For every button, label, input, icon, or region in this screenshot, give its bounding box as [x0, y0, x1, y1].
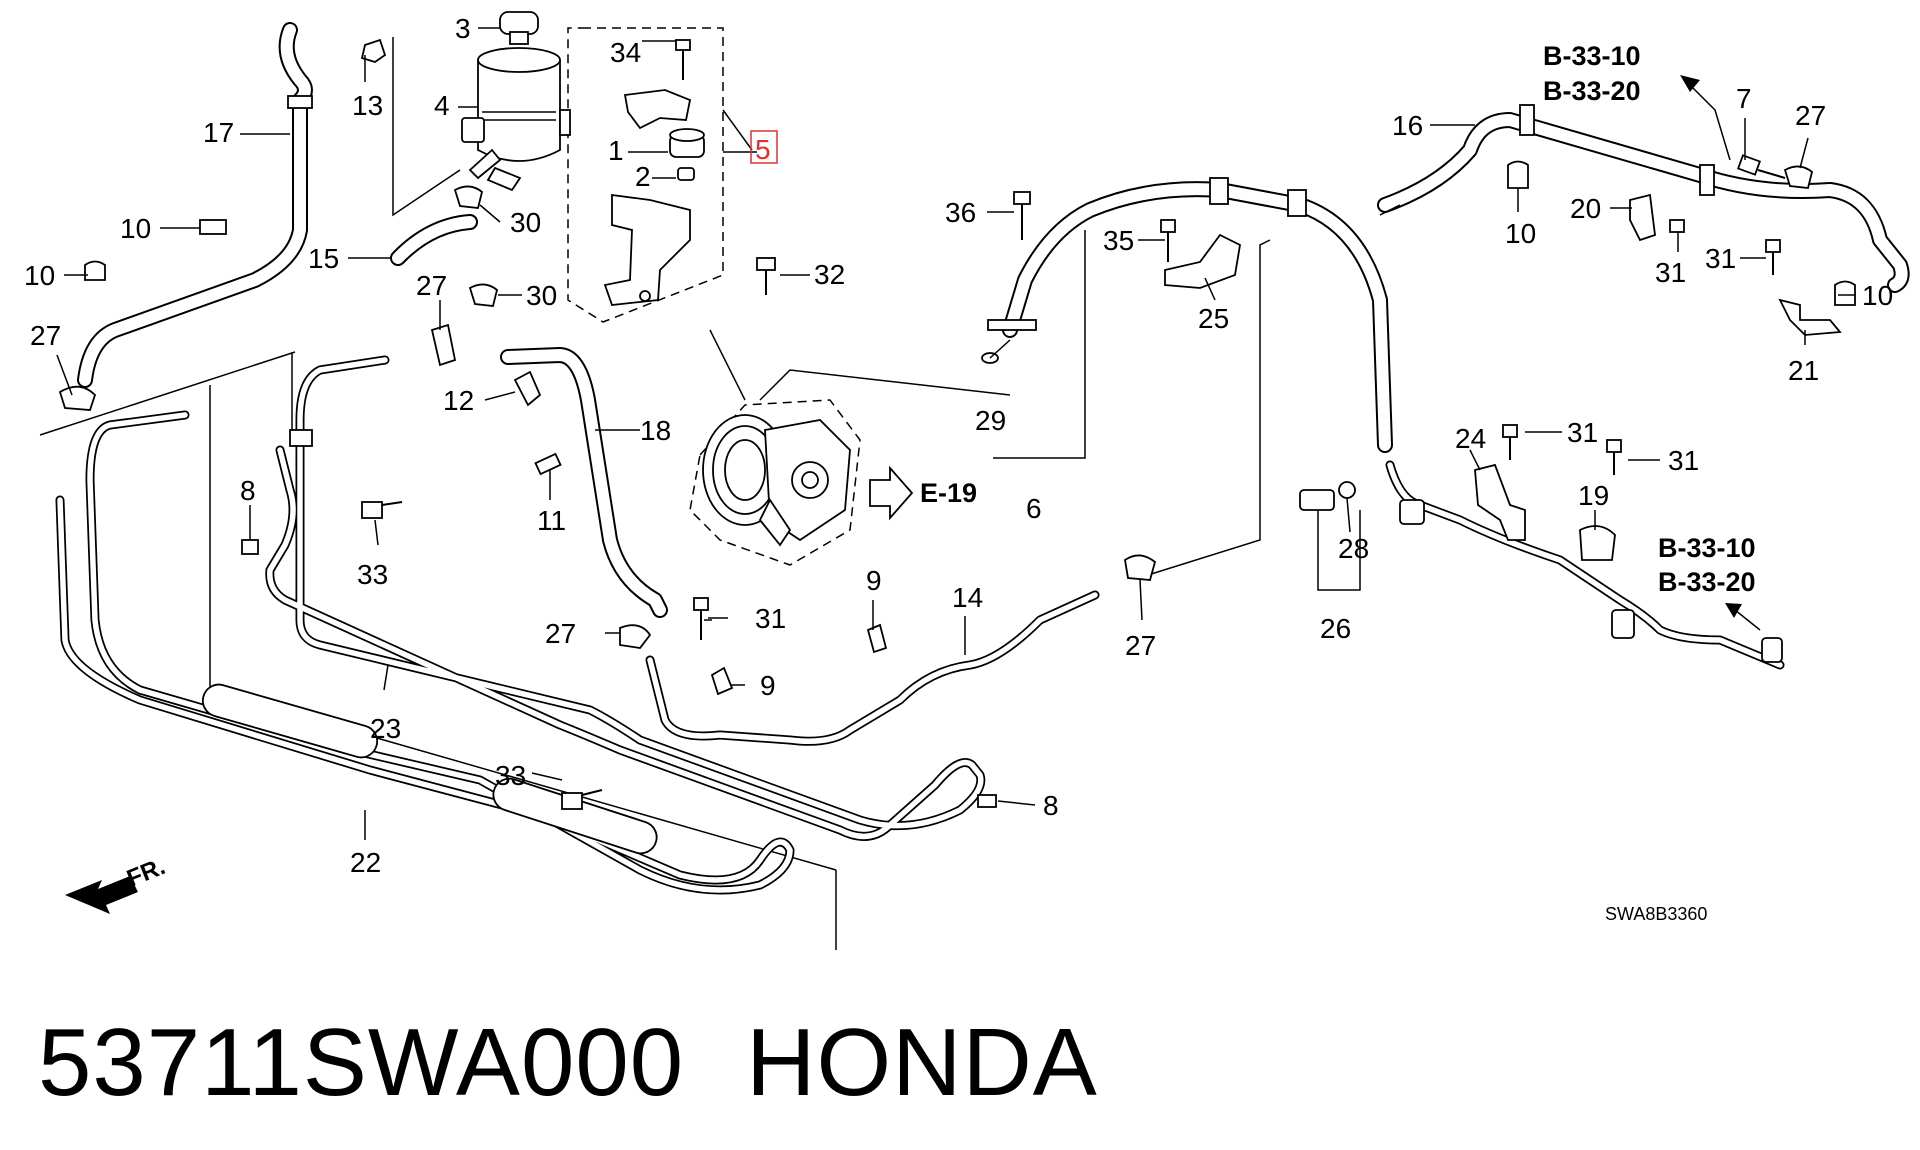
power-steering-pump [689, 329, 1011, 566]
hose-15 [390, 214, 478, 266]
hose-16 [1377, 104, 1910, 293]
drawing-code: SWA8B3360 [1605, 904, 1707, 924]
callout-20: 20 [1570, 193, 1601, 224]
callout-5: 5 [755, 134, 771, 165]
callout-1: 1 [608, 135, 624, 166]
callout-35: 35 [1103, 225, 1134, 256]
hose-18 [500, 347, 668, 618]
callout-32: 32 [814, 259, 845, 290]
callout-27e: 27 [1795, 100, 1826, 131]
hose-6 [987, 177, 1393, 453]
callout-31c: 31 [1705, 243, 1736, 274]
callout-9a: 9 [760, 670, 776, 701]
callout-2: 2 [635, 161, 651, 192]
callout-36: 36 [945, 197, 976, 228]
reservoir-tank [461, 11, 571, 192]
reference-b-top-1: B-33-10 [1543, 41, 1641, 71]
hose-17 [77, 22, 313, 388]
brand-name: HONDA [746, 1009, 1098, 1116]
callout-33b: 33 [495, 760, 526, 791]
tube-23 [265, 355, 986, 841]
callout-28: 28 [1338, 533, 1369, 564]
callout-10c: 10 [1505, 218, 1536, 249]
callout-9b: 9 [866, 565, 882, 596]
reference-e19: E-19 [920, 478, 977, 508]
callout-27b: 27 [30, 320, 61, 351]
callout-labels: 3 4 34 1 2 5 32 13 17 10 10 15 30 30 27 … [24, 13, 1893, 924]
callout-31b: 31 [1655, 257, 1686, 288]
reference-arrows [1680, 75, 1761, 631]
callout-11: 11 [537, 505, 566, 536]
callout-19: 19 [1578, 480, 1609, 511]
reference-b-right-2: B-33-20 [1658, 567, 1756, 597]
tube-14 [645, 590, 1100, 746]
group-frames [39, 27, 1271, 950]
callout-10d: 10 [1862, 280, 1893, 311]
tube-22 [55, 410, 795, 895]
front-indicator-label: FR. [123, 853, 169, 893]
callout-31a: 31 [755, 603, 786, 634]
callout-6: 6 [1026, 493, 1042, 524]
callout-24: 24 [1455, 423, 1486, 454]
callout-12: 12 [443, 385, 474, 416]
callout-29: 29 [975, 405, 1006, 436]
callout-10b: 10 [24, 260, 55, 291]
callout-31e: 31 [1668, 445, 1699, 476]
callout-33a: 33 [357, 559, 388, 590]
callout-26: 26 [1320, 613, 1351, 644]
reference-b-top-2: B-33-20 [1543, 76, 1641, 106]
callout-18: 18 [640, 415, 671, 446]
callout-31d: 31 [1567, 417, 1598, 448]
callout-27d: 27 [1125, 630, 1156, 661]
callout-16: 16 [1392, 110, 1423, 141]
callout-27a: 27 [416, 270, 447, 301]
callout-14: 14 [952, 582, 983, 613]
small-parts [58, 38, 1856, 810]
leader-lines [56, 27, 1855, 840]
callout-30b: 30 [526, 280, 557, 311]
callout-7: 7 [1736, 83, 1752, 114]
callout-15: 15 [308, 243, 339, 274]
callout-17: 17 [203, 117, 234, 148]
callout-13: 13 [352, 90, 383, 121]
callout-5-highlight [750, 130, 778, 164]
bracket-group [603, 39, 776, 306]
callout-34: 34 [610, 37, 641, 68]
callout-8b: 8 [1043, 790, 1059, 821]
callout-8a: 8 [240, 475, 256, 506]
return-line-right [1385, 460, 1785, 670]
part-number: 53711SWA000 [38, 1009, 685, 1116]
callout-10a: 10 [120, 213, 151, 244]
parts-diagram: 3 4 34 1 2 5 32 13 17 10 10 15 30 30 27 … [24, 11, 1910, 950]
callout-4: 4 [434, 90, 450, 121]
front-arrow-icon: FR. [65, 853, 169, 914]
callout-27c: 27 [545, 618, 576, 649]
reference-b-right-1: B-33-10 [1658, 533, 1756, 563]
callout-30a: 30 [510, 207, 541, 238]
callout-22: 22 [350, 847, 381, 878]
callout-23: 23 [370, 713, 401, 744]
callout-25: 25 [1198, 303, 1229, 334]
callout-21: 21 [1788, 355, 1819, 386]
callout-3: 3 [455, 13, 471, 44]
